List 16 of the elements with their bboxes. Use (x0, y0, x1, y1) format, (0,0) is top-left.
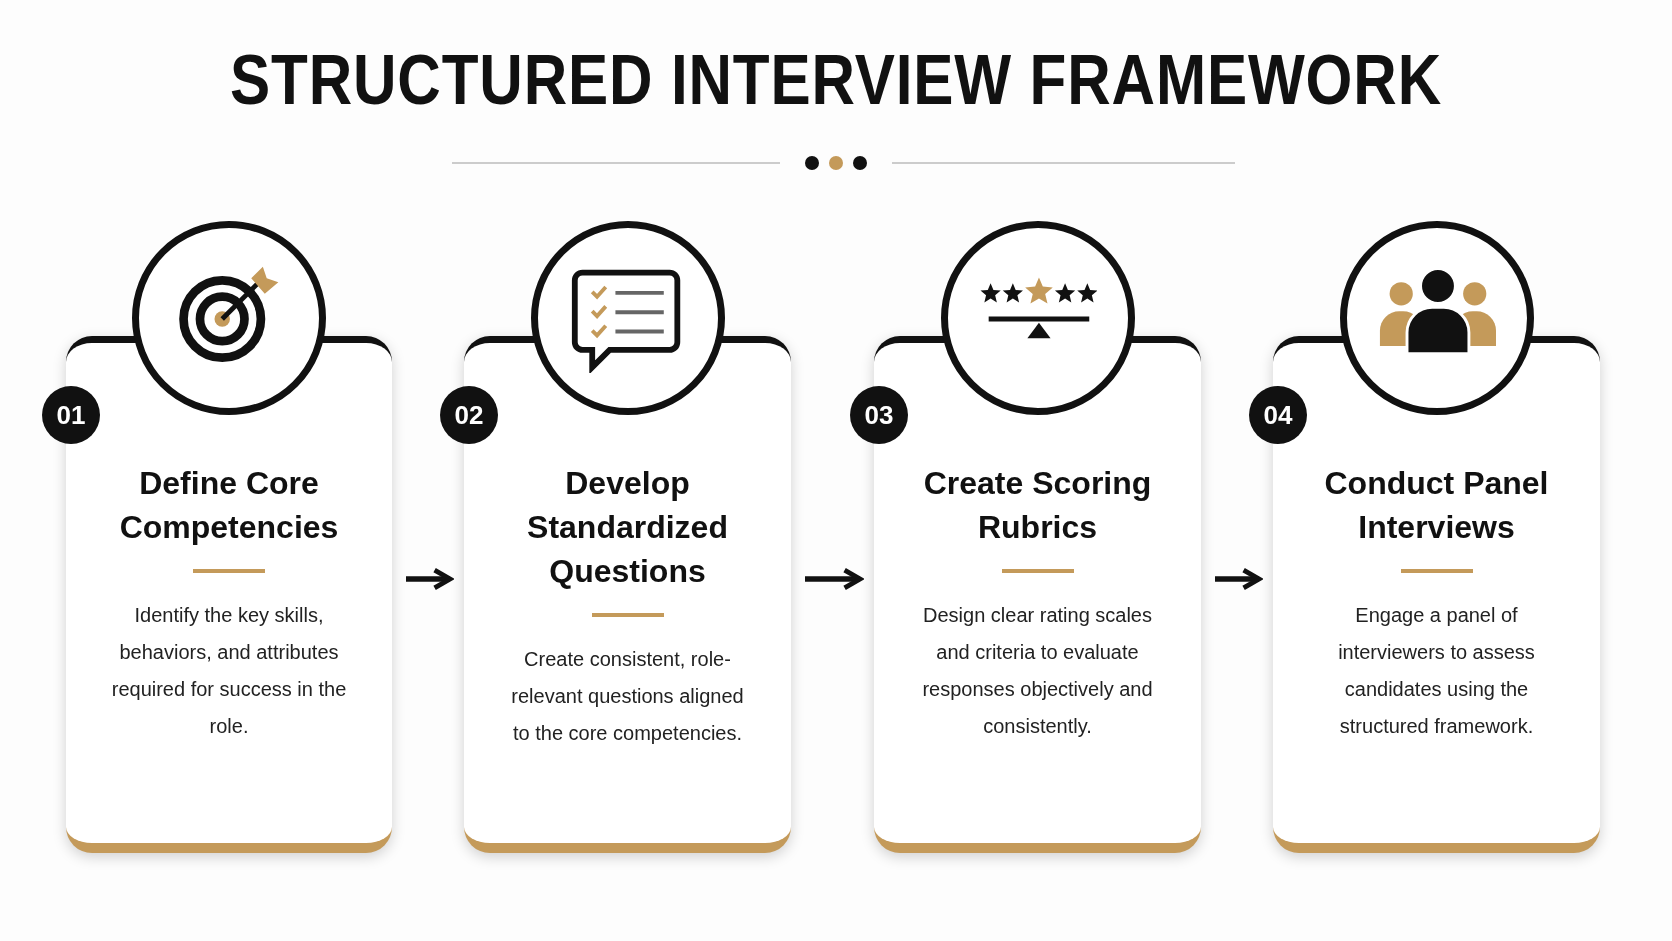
step-number: 01 (42, 386, 100, 444)
step-number: 03 (850, 386, 908, 444)
step-description: Design clear rating scales and criteria to evaluate responses objectively and consistently. (921, 603, 1154, 739)
step-description: Engage a panel of interviewers to assess candidates using the structured framework. (1337, 603, 1536, 739)
title: STRUCTURED INTERVIEW FRAMEWORK (229, 45, 1443, 115)
arrow (406, 567, 453, 591)
step-description: Create consistent, role-relevant questions aligned to the core competencies. (510, 647, 745, 746)
step-heading: Define Core Competencies (118, 464, 340, 547)
arrow (1215, 567, 1262, 591)
arrow (805, 567, 863, 591)
step-description: Identify the key skills, behaviors, and attributes required for success in the role. (110, 603, 348, 739)
step-number: 02 (440, 386, 498, 444)
step-heading: Conduct Panel Interviews (1323, 464, 1550, 547)
step-number: 04 (1249, 386, 1307, 444)
step-heading: Develop Standardized Questions (526, 464, 729, 591)
step-heading: Create Scoring Rubrics (922, 464, 1153, 547)
